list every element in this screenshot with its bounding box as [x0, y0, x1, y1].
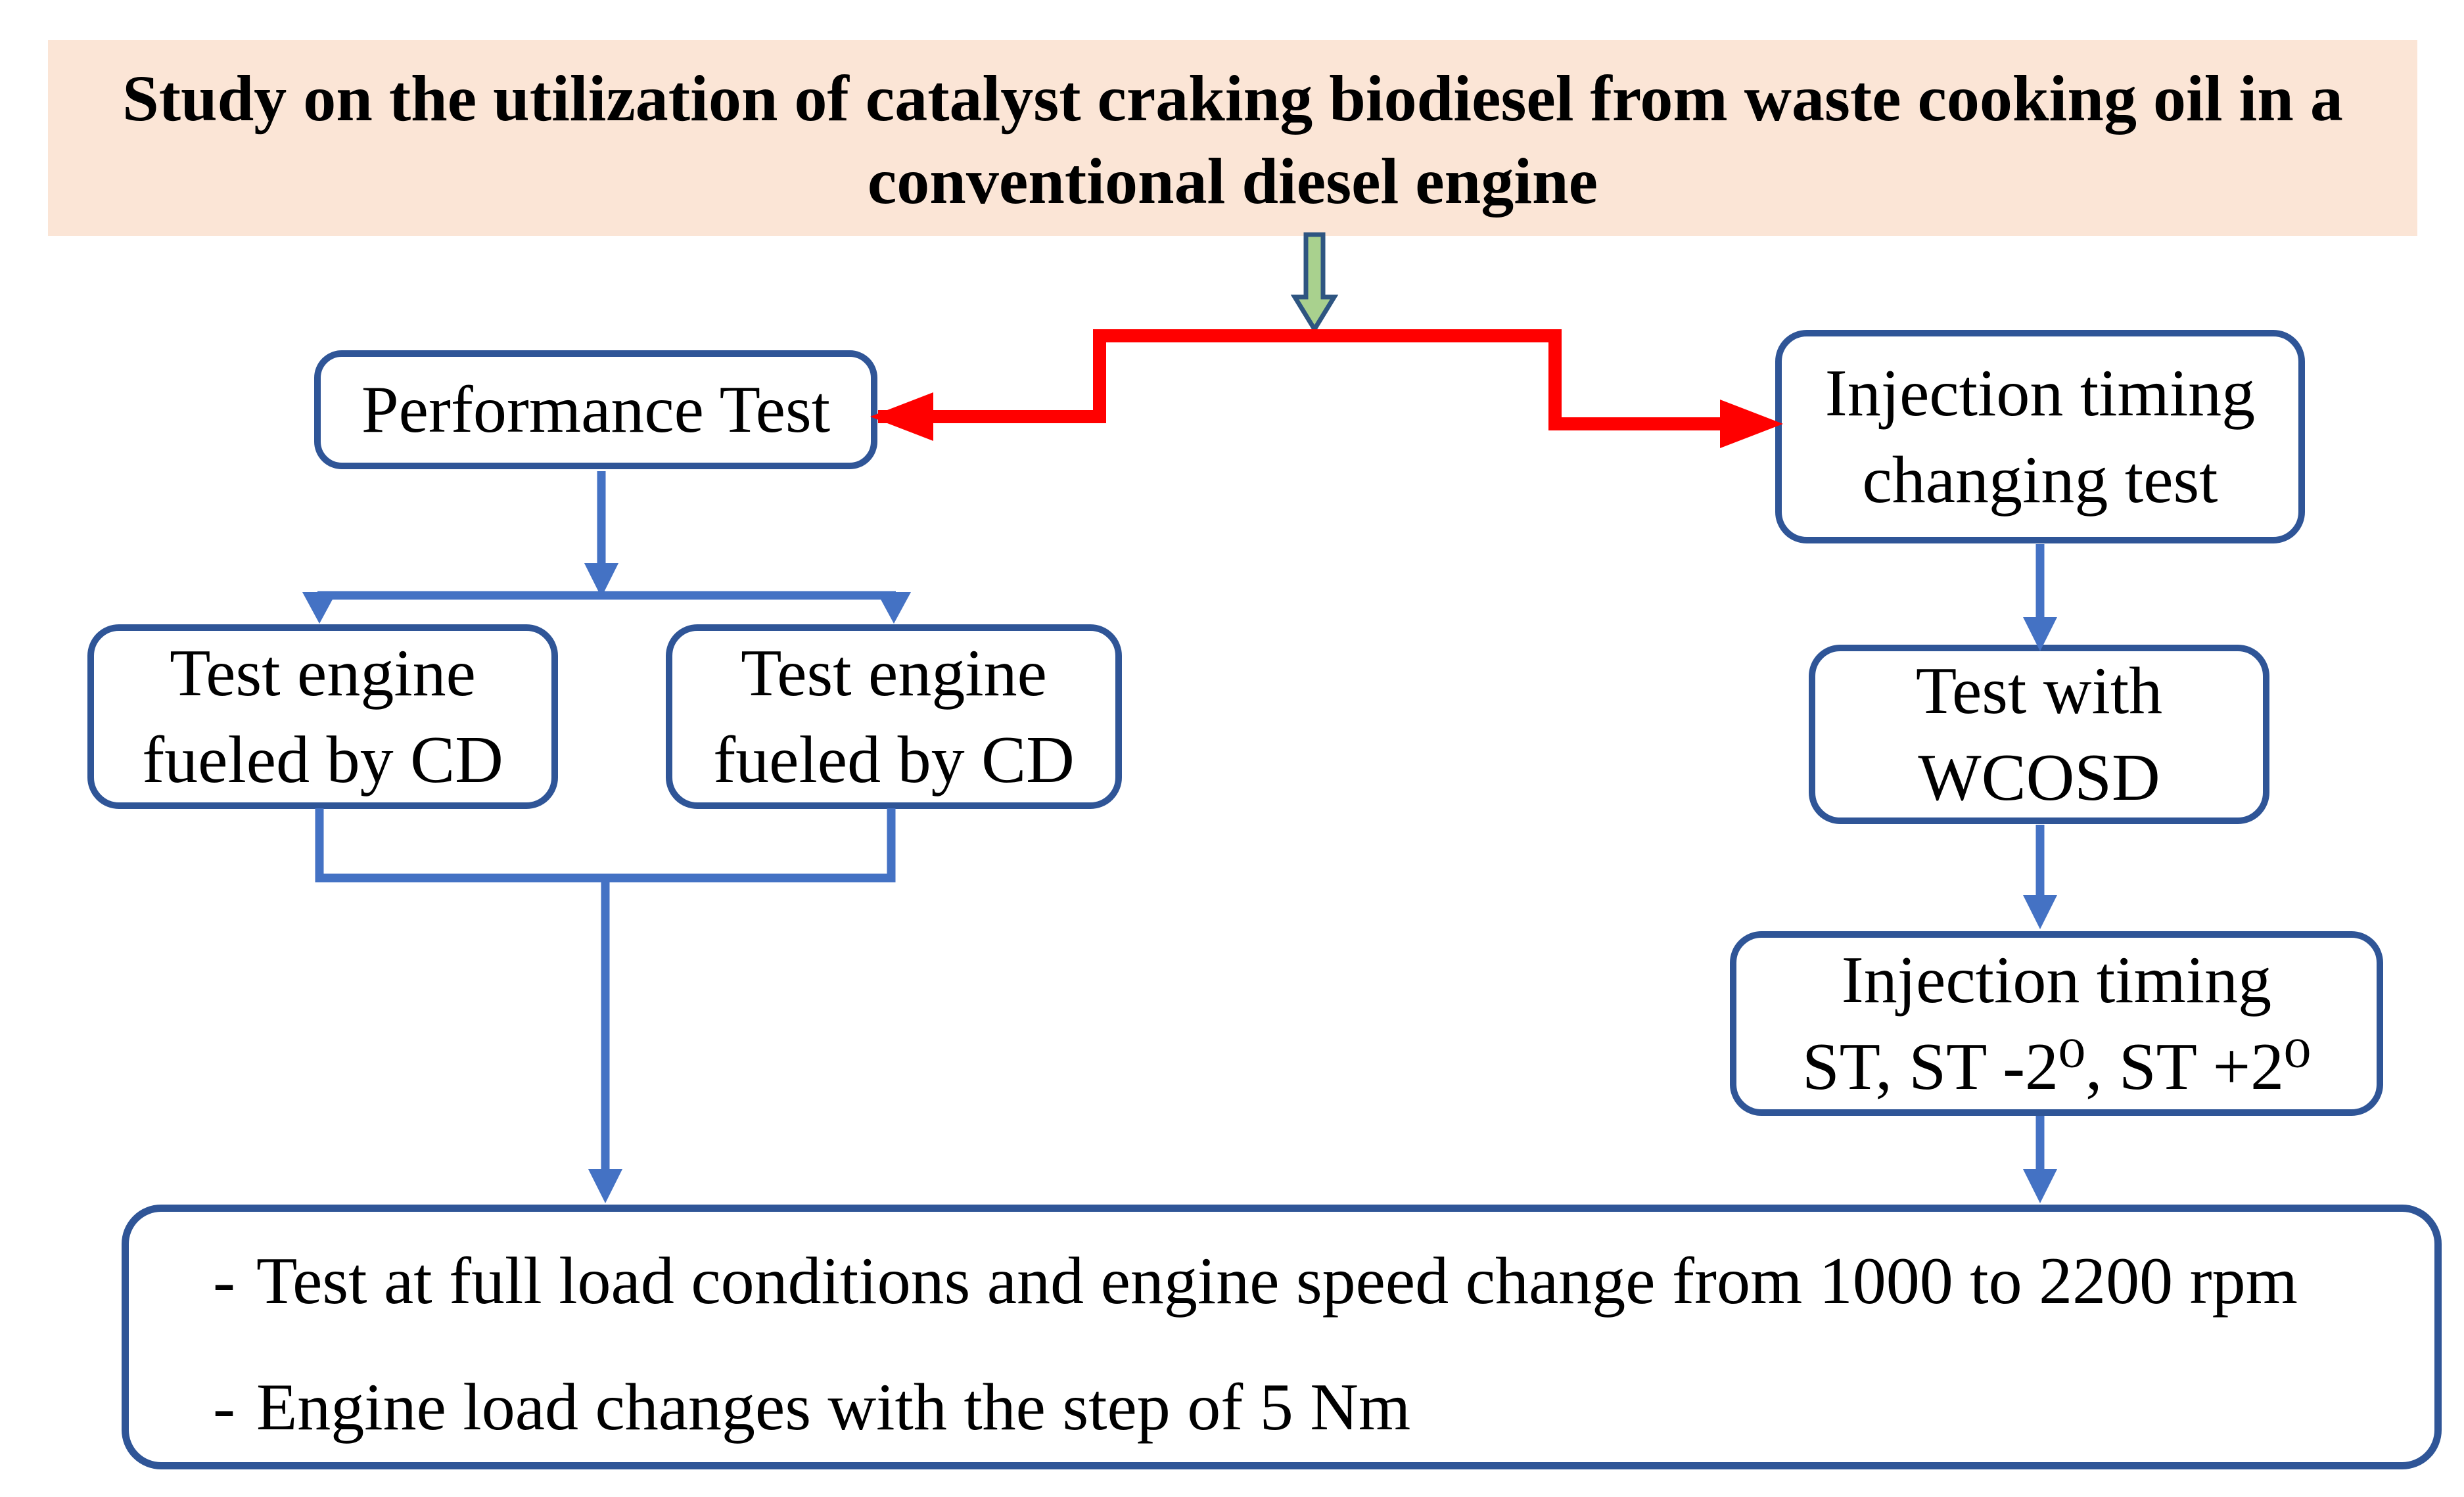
test-engine-cd-left-box: Test engine fueled by CD	[87, 624, 558, 809]
performance-test-label: Performance Test	[361, 372, 831, 447]
page-title-line1: Study on the utilization of catalyst cra…	[122, 62, 2343, 135]
test-engine-cd-left-line2: fueled by CD	[142, 722, 503, 797]
page-title: Study on the utilization of catalyst cra…	[48, 40, 2417, 236]
down-block-arrow-icon	[1290, 232, 1339, 334]
test-engine-cd-right-line1: Test engine	[741, 635, 1047, 710]
test-with-wcosd-box: Test with WCOSD	[1809, 645, 2269, 824]
injection-timing-changing-test-box: Injection timing changing test	[1775, 330, 2305, 543]
test-conditions-box: - Test at full load conditions and engin…	[122, 1205, 2442, 1469]
test-with-wcosd-line2: WCOSD	[1918, 740, 2160, 815]
injection-timing-changing-line1: Injection timing	[1825, 356, 2256, 430]
performance-split-stem-arrowhead	[584, 563, 618, 597]
test-engine-cd-right-line2: fueled by CD	[713, 722, 1075, 797]
injection-timing-values-line2: ST, ST -2⁰, ST +2⁰	[1802, 1029, 2312, 1104]
arrowhead-merge-to-conditions	[588, 1169, 622, 1203]
injection-timing-values-line1: Injection timing	[1841, 942, 2272, 1017]
bullet-dash: -	[213, 1370, 235, 1444]
injection-timing-changing-line2: changing test	[1862, 442, 2218, 517]
condition-item: - Engine load changes with the step of 5…	[213, 1371, 2415, 1444]
test-engine-cd-right-box: Test engine fueled by CD	[666, 624, 1122, 809]
test-engine-cd-left-line1: Test engine	[170, 635, 476, 710]
red-branch-connector	[878, 329, 1725, 430]
cd-merge-connector	[315, 808, 896, 883]
arrowhead-to-cd-right	[877, 592, 911, 624]
performance-test-box: Performance Test	[314, 350, 877, 469]
arrowhead-to-values	[2023, 895, 2057, 929]
page-title-line2: conventional diesel engine	[867, 145, 1598, 218]
test-with-wcosd-line1: Test with	[1915, 653, 2163, 728]
red-arrowhead-to-performance	[870, 392, 933, 441]
injection-timing-values-box: Injection timing ST, ST -2⁰, ST +2⁰	[1730, 931, 2383, 1116]
condition-text-speed: Test at full load conditions and engine …	[256, 1244, 2298, 1318]
condition-item: - Test at full load conditions and engin…	[213, 1245, 2415, 1318]
condition-text-load: Engine load changes with the step of 5 N…	[256, 1370, 1411, 1444]
bullet-dash: -	[213, 1244, 235, 1318]
arrowhead-to-cd-left	[302, 592, 337, 624]
arrowhead-values-to-conditions	[2023, 1169, 2057, 1203]
red-arrowhead-to-injection	[1720, 400, 1783, 448]
